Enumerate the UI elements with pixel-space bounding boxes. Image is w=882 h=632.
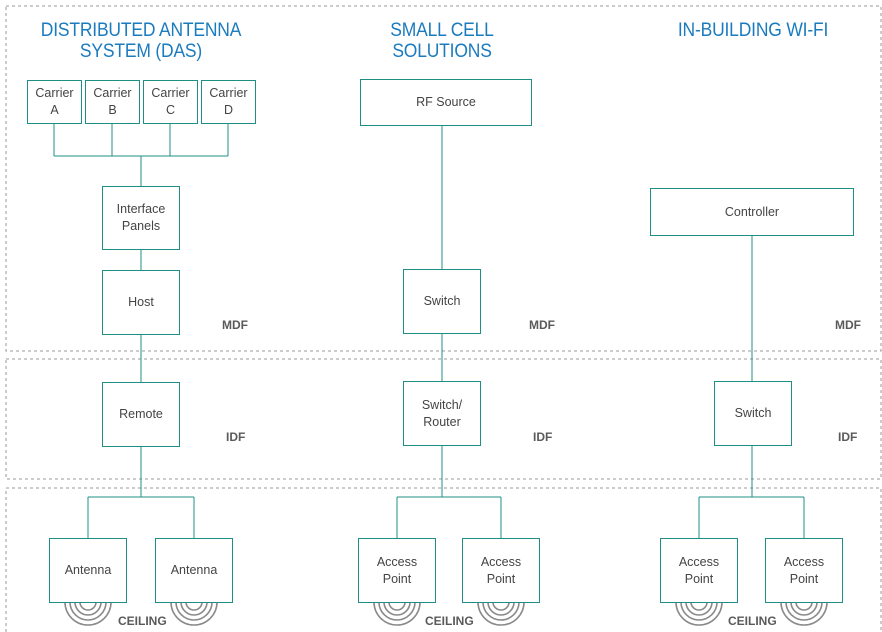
mdf-label: MDF (222, 318, 248, 332)
host-box: Host (102, 270, 180, 335)
mdf-zone-border (5, 5, 882, 352)
controller-box: Controller (650, 188, 854, 236)
switch-router-box: Switch/ Router (403, 381, 481, 446)
carrier-a-box: Carrier A (27, 80, 82, 124)
das-heading: DISTRIBUTED ANTENNA SYSTEM (DAS) (40, 20, 242, 62)
access-point-box: Access Point (358, 538, 436, 603)
small-cell-heading: SMALL CELL SOLUTIONS (390, 20, 494, 62)
carrier-b-label: Carrier B (93, 86, 132, 117)
radiation-icon (64, 601, 112, 626)
small-cell-branch (396, 496, 502, 538)
remote-box: Remote (102, 382, 180, 447)
carrier-a-label: Carrier A (35, 86, 74, 117)
carrier-c-box: Carrier C (143, 80, 198, 124)
mdf-label: MDF (835, 318, 861, 332)
interface-panels-box: Interface Panels (102, 186, 180, 250)
antenna-box: Antenna (49, 538, 127, 603)
das-antenna-branch (87, 496, 195, 538)
access-point-label: Access Point (480, 554, 522, 586)
carrier-b-box: Carrier B (85, 80, 140, 124)
host-label: Host (128, 295, 154, 309)
idf-label: IDF (226, 430, 246, 444)
radiation-icon (477, 601, 525, 626)
interface-panels-label: Interface Panels (116, 202, 166, 233)
radiation-icon (170, 601, 218, 626)
wifi-switch-label: Switch (734, 406, 772, 420)
controller-label: Controller (724, 204, 780, 219)
radiation-symbols (64, 601, 828, 626)
wifi-heading: IN-BUILDING WI-FI (677, 20, 829, 41)
radiation-icon (675, 601, 723, 626)
carrier-c-label: Carrier C (151, 86, 190, 117)
carrier-d-box: Carrier D (201, 80, 256, 124)
radiation-icon (373, 601, 421, 626)
ceiling-label: CEILING (728, 614, 777, 628)
connector-lines (53, 124, 805, 538)
wifi-switch-box: Switch (714, 381, 792, 446)
access-point-box: Access Point (660, 538, 738, 603)
access-point-box: Access Point (462, 538, 540, 603)
radiation-icon (780, 601, 828, 626)
mdf-label: MDF (529, 318, 555, 332)
small-cell-switch-label: Switch (423, 294, 461, 308)
antenna-box: Antenna (155, 538, 233, 603)
ceiling-zone-border (5, 487, 882, 632)
zone-borders (5, 5, 882, 632)
ceiling-label: CEILING (118, 614, 167, 628)
antenna-label: Antenna (64, 563, 112, 577)
remote-label: Remote (119, 407, 163, 421)
access-point-label: Access Point (376, 554, 418, 586)
idf-label: IDF (838, 430, 858, 444)
small-cell-switch-box: Switch (403, 269, 481, 334)
switch-router-label: Switch/ Router (421, 397, 463, 429)
carrier-d-label: Carrier D (209, 86, 248, 117)
rf-source-label: RF Source (416, 95, 476, 109)
das-carrier-bus (53, 124, 229, 157)
ceiling-label: CEILING (425, 614, 474, 628)
wifi-branch (698, 496, 805, 538)
rf-source-box: RF Source (360, 79, 532, 126)
antenna-label: Antenna (170, 563, 218, 577)
access-point-label: Access Point (678, 554, 720, 586)
access-point-label: Access Point (783, 554, 825, 586)
idf-label: IDF (533, 430, 553, 444)
access-point-box: Access Point (765, 538, 843, 603)
